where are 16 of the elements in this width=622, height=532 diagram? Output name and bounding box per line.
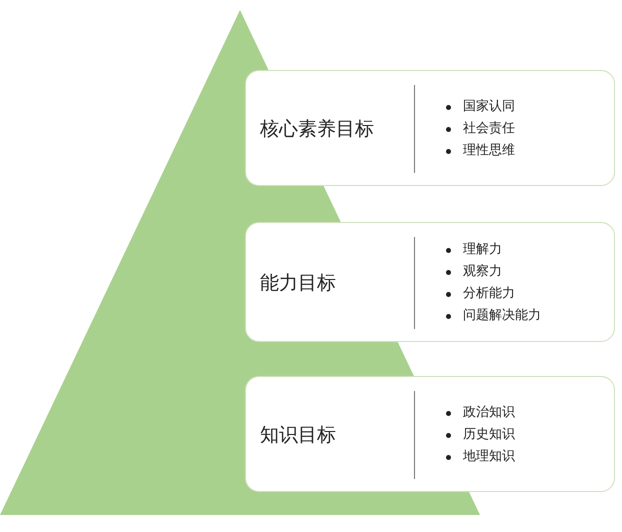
list-item: 历史知识 [463, 426, 515, 444]
list-item: 问题解决能力 [463, 307, 541, 325]
list-item: 分析能力 [463, 285, 515, 303]
goal-card [245, 70, 615, 186]
list-item: 理性思维 [463, 142, 515, 160]
card-heading: 知识目标 [260, 423, 336, 448]
list-item: 地理知识 [463, 448, 515, 466]
goal-card [245, 376, 615, 492]
list-item: 政治知识 [463, 404, 515, 422]
list-item: 理解力 [463, 241, 502, 259]
card-heading: 能力目标 [260, 271, 336, 296]
list-item: 国家认同 [463, 98, 515, 116]
list-item: 社会责任 [463, 120, 515, 138]
card-heading: 核心素养目标 [260, 117, 374, 142]
goal-card [245, 222, 615, 342]
list-item: 观察力 [463, 263, 502, 281]
